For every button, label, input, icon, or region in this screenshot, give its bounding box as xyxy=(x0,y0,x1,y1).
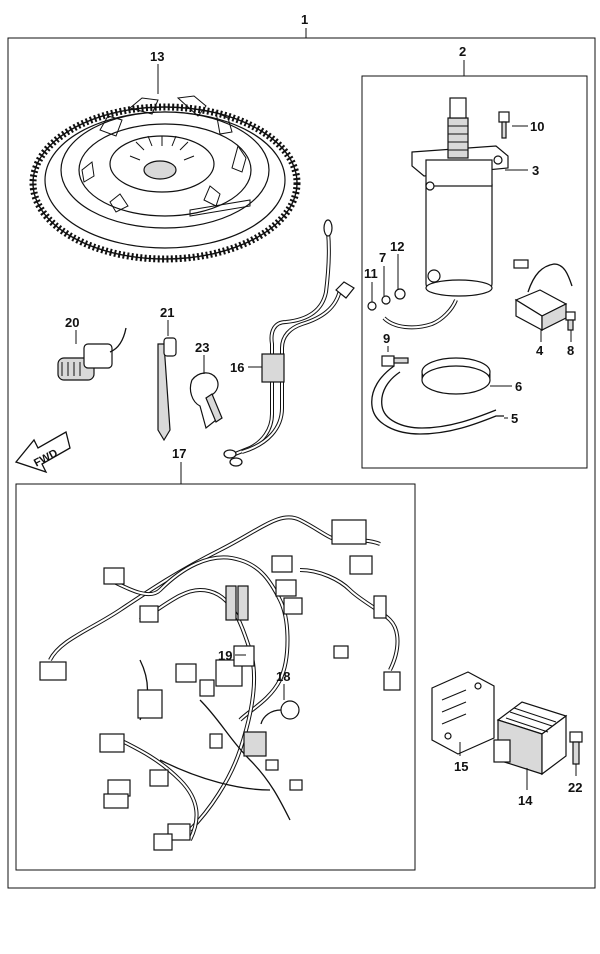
label-17: 17 xyxy=(172,446,186,461)
screw-8-part xyxy=(565,311,576,331)
label-18: 18 xyxy=(276,669,290,684)
label-2: 2 xyxy=(459,44,466,59)
label-11: 11 xyxy=(364,266,378,281)
starter-motor-part xyxy=(411,97,509,297)
label-1: 1 xyxy=(301,12,308,27)
harness-group-frame xyxy=(15,483,416,871)
label-5: 5 xyxy=(511,411,518,426)
label-12: 12 xyxy=(390,239,404,254)
label-22: 22 xyxy=(568,780,582,795)
label-6: 6 xyxy=(515,379,522,394)
band-6-part xyxy=(421,357,491,395)
wire-harness-17-part xyxy=(39,515,401,851)
bolt-22-part xyxy=(569,731,583,765)
clamp-23-part xyxy=(189,372,223,430)
washer-7-part xyxy=(381,295,391,305)
flywheel-part xyxy=(29,95,301,263)
sensor-18-part xyxy=(260,700,300,725)
starter-group-frame xyxy=(361,75,588,469)
fwd-arrow-icon: FWD xyxy=(14,431,71,474)
label-4: 4 xyxy=(536,343,544,358)
label-9: 9 xyxy=(383,331,390,346)
nut-11-part xyxy=(367,301,377,311)
label-3: 3 xyxy=(532,163,539,178)
label-20: 20 xyxy=(65,315,79,330)
label-23: 23 xyxy=(195,340,209,355)
cord-16-part xyxy=(223,219,355,467)
rectifier-14-part xyxy=(493,701,568,776)
label-7: 7 xyxy=(379,250,386,265)
cable-tie-21-part xyxy=(157,337,177,442)
label-15: 15 xyxy=(454,759,468,774)
starter-relay-part xyxy=(513,259,573,332)
label-21: 21 xyxy=(160,305,174,320)
outer-frame xyxy=(7,37,596,889)
washer-12-part xyxy=(394,288,406,300)
bolt-9-part xyxy=(381,355,409,367)
label-19: 19 xyxy=(218,648,232,663)
connector-19-part xyxy=(233,645,255,667)
label-14: 14 xyxy=(518,793,533,808)
bolt-10-part xyxy=(498,111,510,139)
label-13: 13 xyxy=(150,49,164,64)
label-10: 10 xyxy=(530,119,544,134)
gasket-15-part xyxy=(431,671,495,755)
label-8: 8 xyxy=(567,343,574,358)
label-16: 16 xyxy=(230,360,244,375)
sensor-20-part xyxy=(57,327,127,381)
strap-5-part xyxy=(371,365,504,435)
